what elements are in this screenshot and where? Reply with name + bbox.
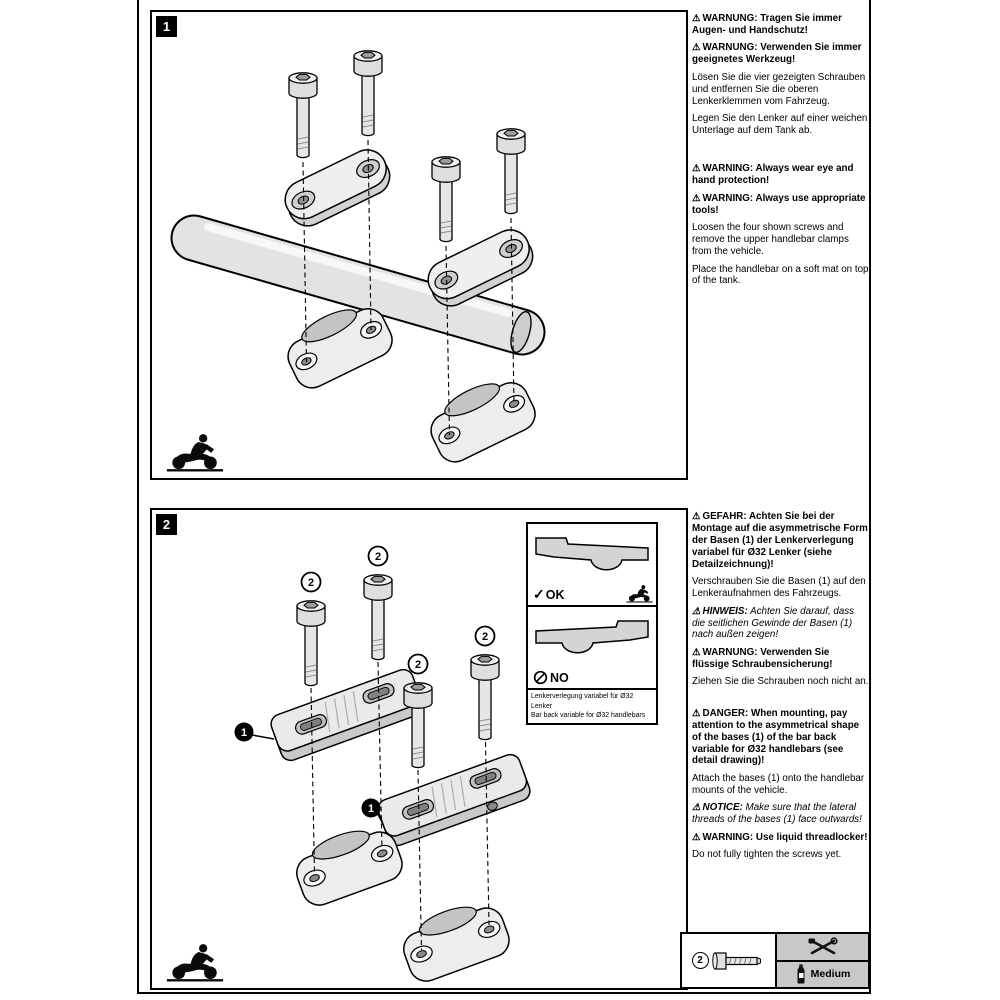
step-1-illustration <box>170 50 546 463</box>
upper-clamp-left <box>284 149 391 227</box>
threadlocker-bottle-icon <box>797 964 805 984</box>
upper-clamp-right <box>427 229 534 307</box>
svg-text:2: 2 <box>308 577 314 589</box>
lower-mount-left <box>287 308 393 389</box>
svg-text:1: 1 <box>368 803 374 815</box>
assembly-lines <box>310 661 490 951</box>
svg-text:2: 2 <box>375 551 381 563</box>
warning-icon: ⚠ <box>692 13 701 24</box>
assembly-lines <box>302 139 515 436</box>
base-plate <box>270 668 424 762</box>
inset-caption-en: Bar back variable for Ø32 handlebars <box>531 712 646 720</box>
step-2-instructions: ⚠GEFAHR: Achten Sie bei der Montage auf … <box>692 511 869 867</box>
clamp-screw <box>431 156 461 243</box>
inset-caption-de: Lenkerverlegung variabel für Ø32 Lenker <box>531 693 634 710</box>
page-border-bottom <box>137 992 871 994</box>
base-screw <box>403 682 433 769</box>
prohibition-icon <box>533 670 548 685</box>
clamp-screw <box>353 50 383 137</box>
crossed-tools-icon <box>808 937 838 955</box>
page-border-left <box>137 0 139 994</box>
base-profile-no <box>535 620 649 654</box>
notice-en: ⚠NOTICE: Make sure that the lateral thre… <box>692 802 862 826</box>
base-screw <box>363 574 393 661</box>
callout-screw: 2 <box>367 545 389 567</box>
body-text-en: Loosen the four shown screws and remove … <box>692 222 849 258</box>
clamp-screw <box>496 128 526 215</box>
base-profile-ok <box>535 537 649 571</box>
step-1-instructions: ⚠WARNUNG: Tragen Sie immer Augen- und Ha… <box>692 13 869 293</box>
language-gap <box>692 142 869 163</box>
body-text-de: Lösen Sie die vier gezeigten Schrauben u… <box>692 71 866 107</box>
page-border-right <box>869 0 871 994</box>
base-screw <box>470 654 500 741</box>
lower-mount-right <box>403 906 510 982</box>
detail-ok-cell: ✓OK <box>528 524 656 607</box>
step-1-panel: 1 <box>150 10 688 480</box>
step-2-badge: 2 <box>156 514 177 535</box>
step-2-panel: 2 <box>150 508 688 990</box>
detail-no-cell: NO <box>528 607 656 688</box>
callout-screw: 2 <box>407 653 429 675</box>
lower-mount-left <box>296 830 403 906</box>
danger-de: ⚠GEFAHR: Achten Sie bei der Montage auf … <box>692 511 868 570</box>
hardware-info-cell: Medium <box>775 934 868 987</box>
motorcycle-icon <box>166 430 224 472</box>
callout-screw: 2 <box>300 571 322 593</box>
warning-icon: ⚠ <box>692 646 701 658</box>
hardware-table: 2 <box>680 932 870 989</box>
warning-de: ⚠WARNUNG: Verwenden Sie immer geeignetes… <box>692 42 862 66</box>
threadlocker-strength-label: Medium <box>810 968 851 981</box>
danger-en: ⚠DANGER: When mounting, pay attention to… <box>692 707 860 767</box>
svg-text:2: 2 <box>415 659 421 671</box>
handlebar <box>170 214 546 356</box>
warning-en: ⚠WARNING: Always wear eye and hand prote… <box>692 163 854 187</box>
base-screw <box>296 600 326 687</box>
warning-icon: ⚠ <box>692 163 701 175</box>
warning-en: ⚠WARNING: Always use appropriate tools! <box>692 192 866 216</box>
screw-side-icon <box>711 951 761 970</box>
step-2-illustration: 2 2 2 2 1 1 <box>234 545 531 982</box>
warning-icon: ⚠ <box>692 831 701 843</box>
check-icon: ✓ <box>533 586 545 602</box>
body-text-en: Do not fully tighten the screws yet. <box>692 849 842 861</box>
warning-icon: ⚠ <box>692 42 701 54</box>
no-tools-row <box>777 934 868 962</box>
notice-de: ⚠HINWEIS: Achten Sie darauf, dass die se… <box>692 605 855 641</box>
detail-drawing-inset: ✓OK NO <box>526 522 658 690</box>
callout-screw-badge: 2 <box>691 952 709 969</box>
warning-icon: ⚠ <box>692 802 701 814</box>
warning-de: ⚠WARNUNG: Verwenden Sie flüssige Schraub… <box>692 646 833 670</box>
ok-label: ✓OK <box>533 586 565 602</box>
threadlocker-row: Medium <box>777 962 868 988</box>
language-gap <box>692 694 869 708</box>
warning-icon: ⚠ <box>692 511 701 522</box>
callout-screw: 2 <box>474 625 496 647</box>
clamp-screw <box>288 72 318 159</box>
callout-base: 1 <box>234 722 275 742</box>
warning-icon: ⚠ <box>692 605 701 617</box>
svg-text:1: 1 <box>241 727 247 739</box>
warning-icon: ⚠ <box>692 192 701 204</box>
body-text-de: Verschrauben Sie die Basen (1) auf den L… <box>692 576 866 600</box>
body-text-de: Legen Sie den Lenker auf einer weichen U… <box>692 113 868 136</box>
hardware-screw-cell: 2 <box>682 934 775 987</box>
inset-caption: Lenkerverlegung variabel für Ø32 Lenker … <box>526 688 658 725</box>
svg-text:2: 2 <box>482 631 488 643</box>
lateral-thread-hole <box>487 801 498 811</box>
motorcycle-icon <box>166 940 224 982</box>
base-plate <box>377 753 531 847</box>
warning-en: ⚠WARNING: Use liquid threadlocker! <box>692 831 868 843</box>
callout-base: 1 <box>361 798 383 823</box>
warning-icon: ⚠ <box>692 707 701 719</box>
lower-mount-right <box>430 382 536 463</box>
body-text-de: Ziehen Sie die Schrauben noch nicht an. <box>692 676 869 688</box>
motorcycle-icon <box>626 583 653 603</box>
warning-de: ⚠WARNUNG: Tragen Sie immer Augen- und Ha… <box>692 13 842 36</box>
step-1-badge: 1 <box>156 16 177 37</box>
no-label: NO <box>533 670 569 685</box>
body-text-en: Place the handlebar on a soft mat on top… <box>692 263 869 287</box>
body-text-en: Attach the bases (1) onto the handlebar … <box>692 772 865 796</box>
